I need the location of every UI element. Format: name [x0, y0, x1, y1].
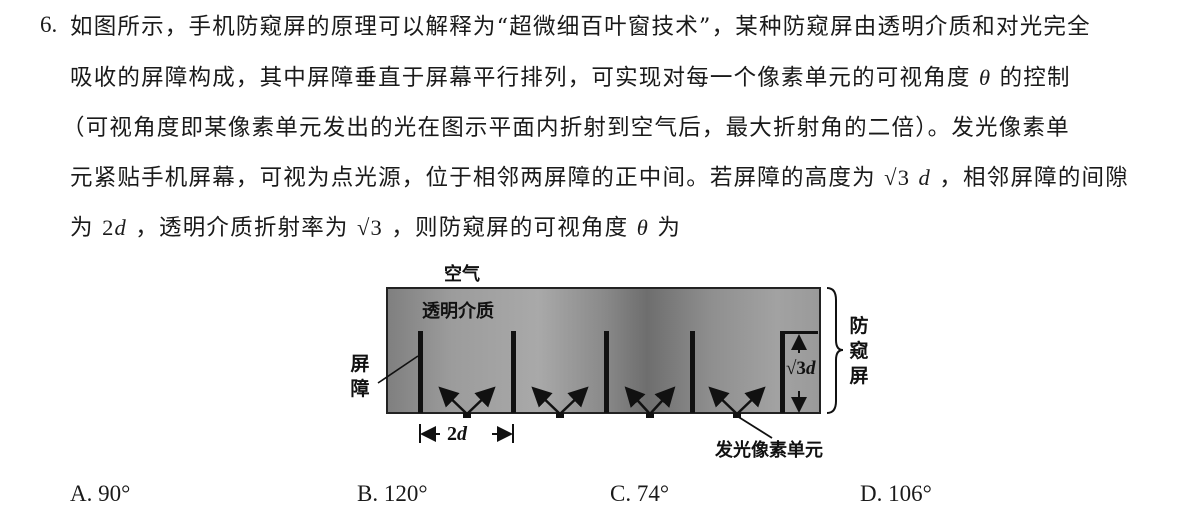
pixel-light-arrows	[438, 386, 766, 415]
choice-c[interactable]: C. 74°	[610, 481, 669, 507]
choice-b-value: 120°	[383, 481, 428, 506]
label-barrier-char-2: 障	[350, 378, 370, 400]
choice-c-value: 74°	[636, 481, 670, 506]
barrier-pointer-line	[377, 355, 419, 384]
theta-symbol: θ	[978, 65, 992, 90]
label-barrier-char-1: 屏	[350, 353, 370, 375]
choice-d-letter: D.	[860, 481, 883, 506]
question-line-5: 为 2d ，透明介质折射率为 √3 ，则防窥屏的可视角度 θ 为	[70, 213, 681, 243]
choice-d-value: 106°	[888, 481, 932, 506]
label-transparent-medium: 透明介质	[422, 301, 494, 322]
question-line-5-mid: ，透明介质折射率为	[135, 215, 349, 241]
barrier-height-d: d	[918, 165, 931, 190]
question-line-4-text: 元紧贴手机屏幕，可视为点光源，位于相邻两屏障的正中间。若屏障的高度为	[70, 165, 876, 191]
question-line-4: 元紧贴手机屏幕，可视为点光源，位于相邻两屏障的正中间。若屏障的高度为 √3 d …	[70, 163, 1129, 193]
label-screen-char-2: 窥	[849, 340, 869, 362]
choice-b[interactable]: B. 120°	[357, 481, 428, 507]
question-line-3: （可视角度即某像素单元发出的光在图示平面内折射到空气后，最大折射角的二倍）。发光…	[62, 115, 1070, 141]
refractive-index-value: √3	[357, 215, 383, 240]
barriers	[418, 331, 818, 413]
question-line-4-tail: ，相邻屏障的间隙	[939, 165, 1129, 191]
choice-a[interactable]: A. 90°	[70, 481, 130, 507]
question-line-2-tail: 的控制	[999, 65, 1071, 91]
gap-dimension	[419, 424, 514, 443]
label-privacy-screen: 防 窥 屏	[848, 314, 870, 389]
label-gap-2d: 2d	[447, 423, 467, 445]
choice-a-value: 90°	[98, 481, 131, 506]
question-line-5-end: 为	[657, 215, 682, 241]
question-line-2: 吸收的屏障构成，其中屏障垂直于屏幕平行排列，可实现对每一个像素单元的可视角度 θ…	[70, 63, 1071, 93]
theta-symbol-2: θ	[636, 215, 649, 240]
pixel-pointer-line	[736, 415, 773, 439]
label-height-sqrt3d: √3d	[786, 358, 816, 379]
label-air: 空气	[444, 264, 480, 285]
question-line-5-tail: ，则防窥屏的可视角度	[391, 215, 629, 241]
choice-d[interactable]: D. 106°	[860, 481, 932, 507]
barrier-height-sqrt: √3	[884, 165, 911, 190]
choice-c-letter: C.	[610, 481, 632, 506]
question-line-1: 如图所示，手机防窥屏的原理可以解释为“超微细百叶窗技术”，某种防窥屏由透明介质和…	[70, 14, 1091, 40]
question-line-5-start: 为	[70, 215, 94, 241]
diagram-graphic	[377, 287, 844, 443]
choice-b-letter: B.	[357, 481, 379, 506]
label-pixel-unit: 发光像素单元	[715, 440, 823, 461]
question-line-2-text: 吸收的屏障构成，其中屏障垂直于屏幕平行排列，可实现对每一个像素单元的可视角度	[70, 65, 971, 91]
screen-brace	[826, 287, 844, 414]
pixel-units	[463, 413, 741, 418]
privacy-screen-diagram: 空气 透明介质 屏 障 2d √3d 防 窥 屏 发光像素单元	[340, 258, 900, 468]
question-number: 6.	[40, 12, 58, 37]
gap-value: 2d	[102, 215, 127, 240]
label-barrier: 屏 障	[349, 352, 371, 402]
label-screen-char-3: 屏	[849, 365, 869, 387]
choice-a-letter: A.	[70, 481, 93, 506]
label-screen-char-1: 防	[849, 315, 869, 337]
